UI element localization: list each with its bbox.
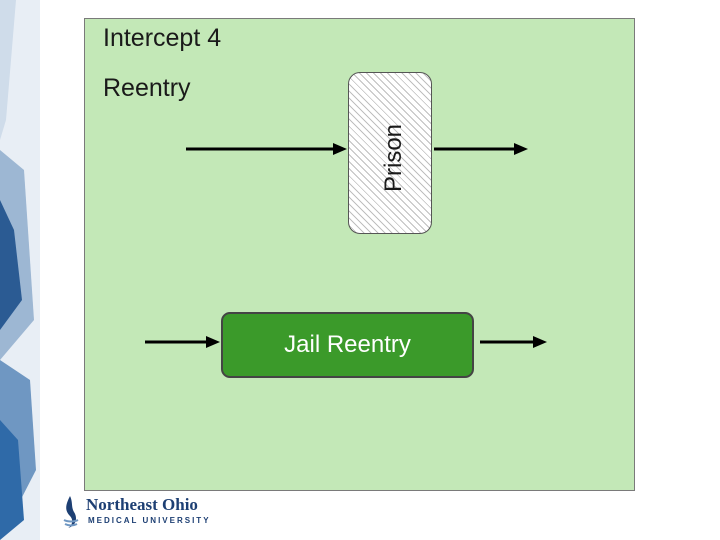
arrow-into-jail-reentry	[145, 336, 220, 348]
arrow-into-prison	[186, 143, 347, 155]
university-logo-icon	[63, 496, 79, 528]
logo-subtitle: MEDICAL UNIVERSITY	[88, 516, 211, 525]
arrow-out-of-jail-reentry	[480, 336, 547, 348]
prison-box	[348, 72, 432, 234]
diagram-subtitle: Reentry	[103, 74, 191, 102]
logo-name: Northeast Ohio	[86, 495, 198, 514]
diagram-title: Intercept 4	[103, 24, 222, 52]
left-decoration	[0, 0, 40, 540]
jail-reentry-box: Jail Reentry	[221, 312, 474, 378]
jail-reentry-label: Jail Reentry	[284, 331, 411, 358]
arrow-out-of-prison	[434, 143, 528, 155]
